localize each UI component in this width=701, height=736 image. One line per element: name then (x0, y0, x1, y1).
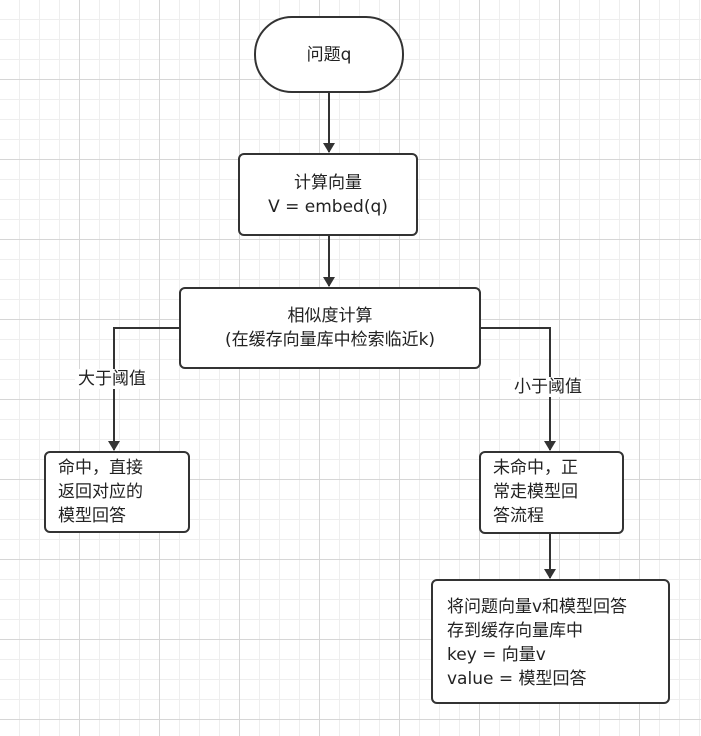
similarity-detail: (在缓存向量库中检索临近k) (224, 330, 436, 350)
cache-hit-line3: 模型回答 (58, 506, 126, 526)
store-cache-line1: 将问题向量v和模型回答 (447, 597, 628, 617)
edge-similarity-to-hit (108, 327, 180, 451)
cache-miss-line2: 常走模型回 (493, 482, 578, 502)
edge-similarity-to-miss (480, 327, 556, 451)
compute-vector-title: 计算向量 (294, 172, 362, 193)
cache-miss-node: 未命中，正 常走模型回 答流程 (479, 451, 624, 534)
cache-hit-node: 命中，直接 返回对应的 模型回答 (44, 451, 190, 533)
compute-vector-formula: V = embed(q) (268, 196, 388, 217)
cache-hit-line2: 返回对应的 (58, 482, 143, 502)
similarity-title: 相似度计算 (287, 306, 373, 326)
store-cache-node: 将问题向量v和模型回答 存到缓存向量库中 key = 向量v value = 模… (431, 579, 670, 704)
above-threshold-label: 大于阈值 (75, 369, 149, 389)
cache-hit-line1: 命中，直接 (58, 458, 143, 478)
compute-vector-node: 计算向量 V = embed(q) (238, 153, 418, 236)
cache-miss-line1: 未命中，正 (493, 458, 578, 478)
start-node-text: 问题q (306, 44, 352, 65)
start-node: 问题q (254, 16, 404, 93)
similarity-node: 相似度计算 (在缓存向量库中检索临近k) (179, 287, 481, 369)
cache-miss-line3: 答流程 (493, 506, 544, 526)
below-threshold-label: 小于阈值 (511, 377, 585, 397)
store-cache-line3: key = 向量v (447, 645, 546, 665)
store-cache-line2: 存到缓存向量库中 (447, 621, 583, 641)
store-cache-line4: value = 模型回答 (447, 669, 587, 689)
